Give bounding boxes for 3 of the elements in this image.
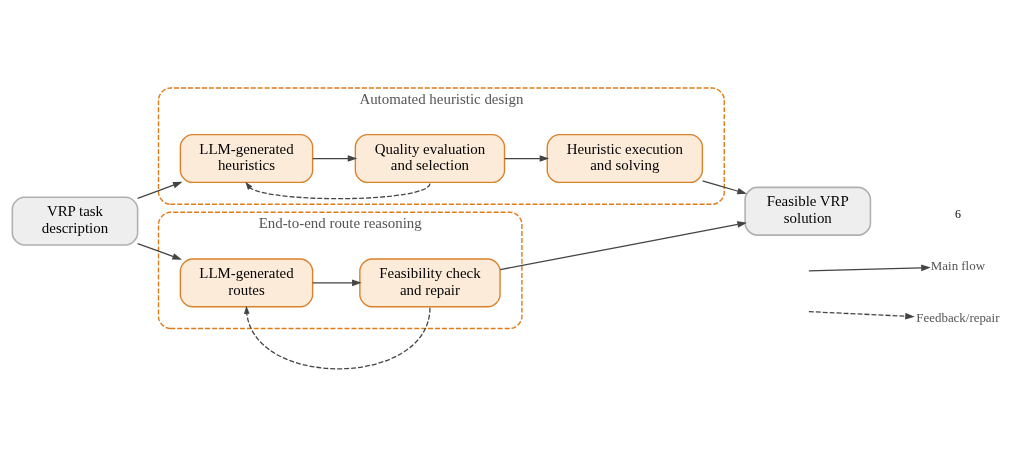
legend-label: Main flow	[930, 258, 985, 274]
label: 6	[954, 207, 961, 222]
legend-label: Feedback/repair	[916, 309, 1000, 325]
